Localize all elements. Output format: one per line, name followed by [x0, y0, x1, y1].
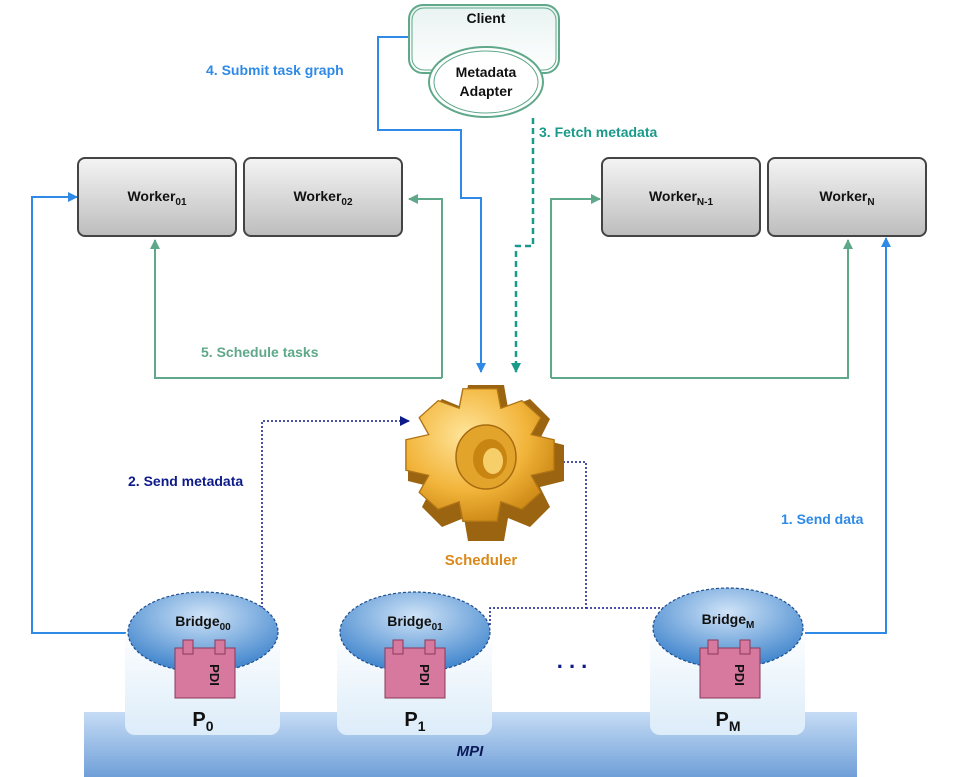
process-1-label: P1 [404, 709, 425, 734]
step-schedule-tasks: 5. Schedule tasks [201, 344, 319, 360]
pdi-label-0: PDI [207, 664, 222, 686]
worker-02[interactable] [243, 157, 403, 237]
bridge-00-label: Bridge00 [175, 613, 231, 633]
scheduler-label: Scheduler [445, 552, 518, 569]
worker-01[interactable] [77, 157, 237, 237]
process-m-label: PM [715, 709, 740, 734]
schedule-tasks-arrow-workerN [551, 239, 853, 379]
pdi-icon [384, 639, 446, 699]
metadata-adapter-line1: Metadata [456, 64, 517, 80]
worker-n-label: WorkerN [819, 188, 874, 208]
step-send-data: 1. Send data [781, 511, 864, 527]
send-metadata-arrow-left [261, 416, 410, 608]
process-m[interactable] [650, 587, 805, 735]
pdi-label-m: PDI [732, 664, 747, 686]
bridge-m-label: BridgeM [702, 611, 755, 631]
process-0-label: P0 [192, 709, 213, 734]
mpi-label: MPI [457, 743, 485, 760]
send-data-arrow-right [805, 237, 891, 634]
process-0[interactable] [125, 591, 280, 735]
bridge-01-label: Bridge01 [387, 613, 443, 633]
step-send-metadata: 2. Send metadata [128, 473, 243, 489]
worker-n[interactable] [767, 157, 927, 237]
pdi-label-1: PDI [417, 664, 432, 686]
schedule-tasks-arrow-workerN-1 [550, 194, 601, 378]
client-title: Client [467, 10, 506, 26]
step-fetch-metadata: 3. Fetch metadata [539, 124, 657, 140]
worker-n-1-label: WorkerN-1 [649, 188, 714, 208]
step-submit-task-graph: 4. Submit task graph [206, 62, 344, 78]
submit-task-graph-arrow [377, 36, 486, 373]
scheduler-gear-icon[interactable] [405, 385, 564, 541]
metadata-adapter-line2: Adapter [460, 83, 513, 99]
worker-n-1[interactable] [601, 157, 761, 237]
worker-01-label: Worker01 [127, 188, 187, 208]
pdi-icon [699, 639, 761, 699]
process-1[interactable] [337, 591, 492, 735]
schedule-tasks-arrow-left [150, 239, 442, 379]
process-ellipsis: . . . [557, 648, 588, 673]
worker-02-label: Worker02 [293, 188, 353, 208]
schedule-tasks-arrow-worker02 [408, 194, 443, 378]
fetch-metadata-arrow [511, 118, 535, 373]
pdi-icon [174, 639, 236, 699]
send-data-arrow-left [31, 192, 130, 634]
metadata-adapter[interactable] [428, 46, 544, 118]
